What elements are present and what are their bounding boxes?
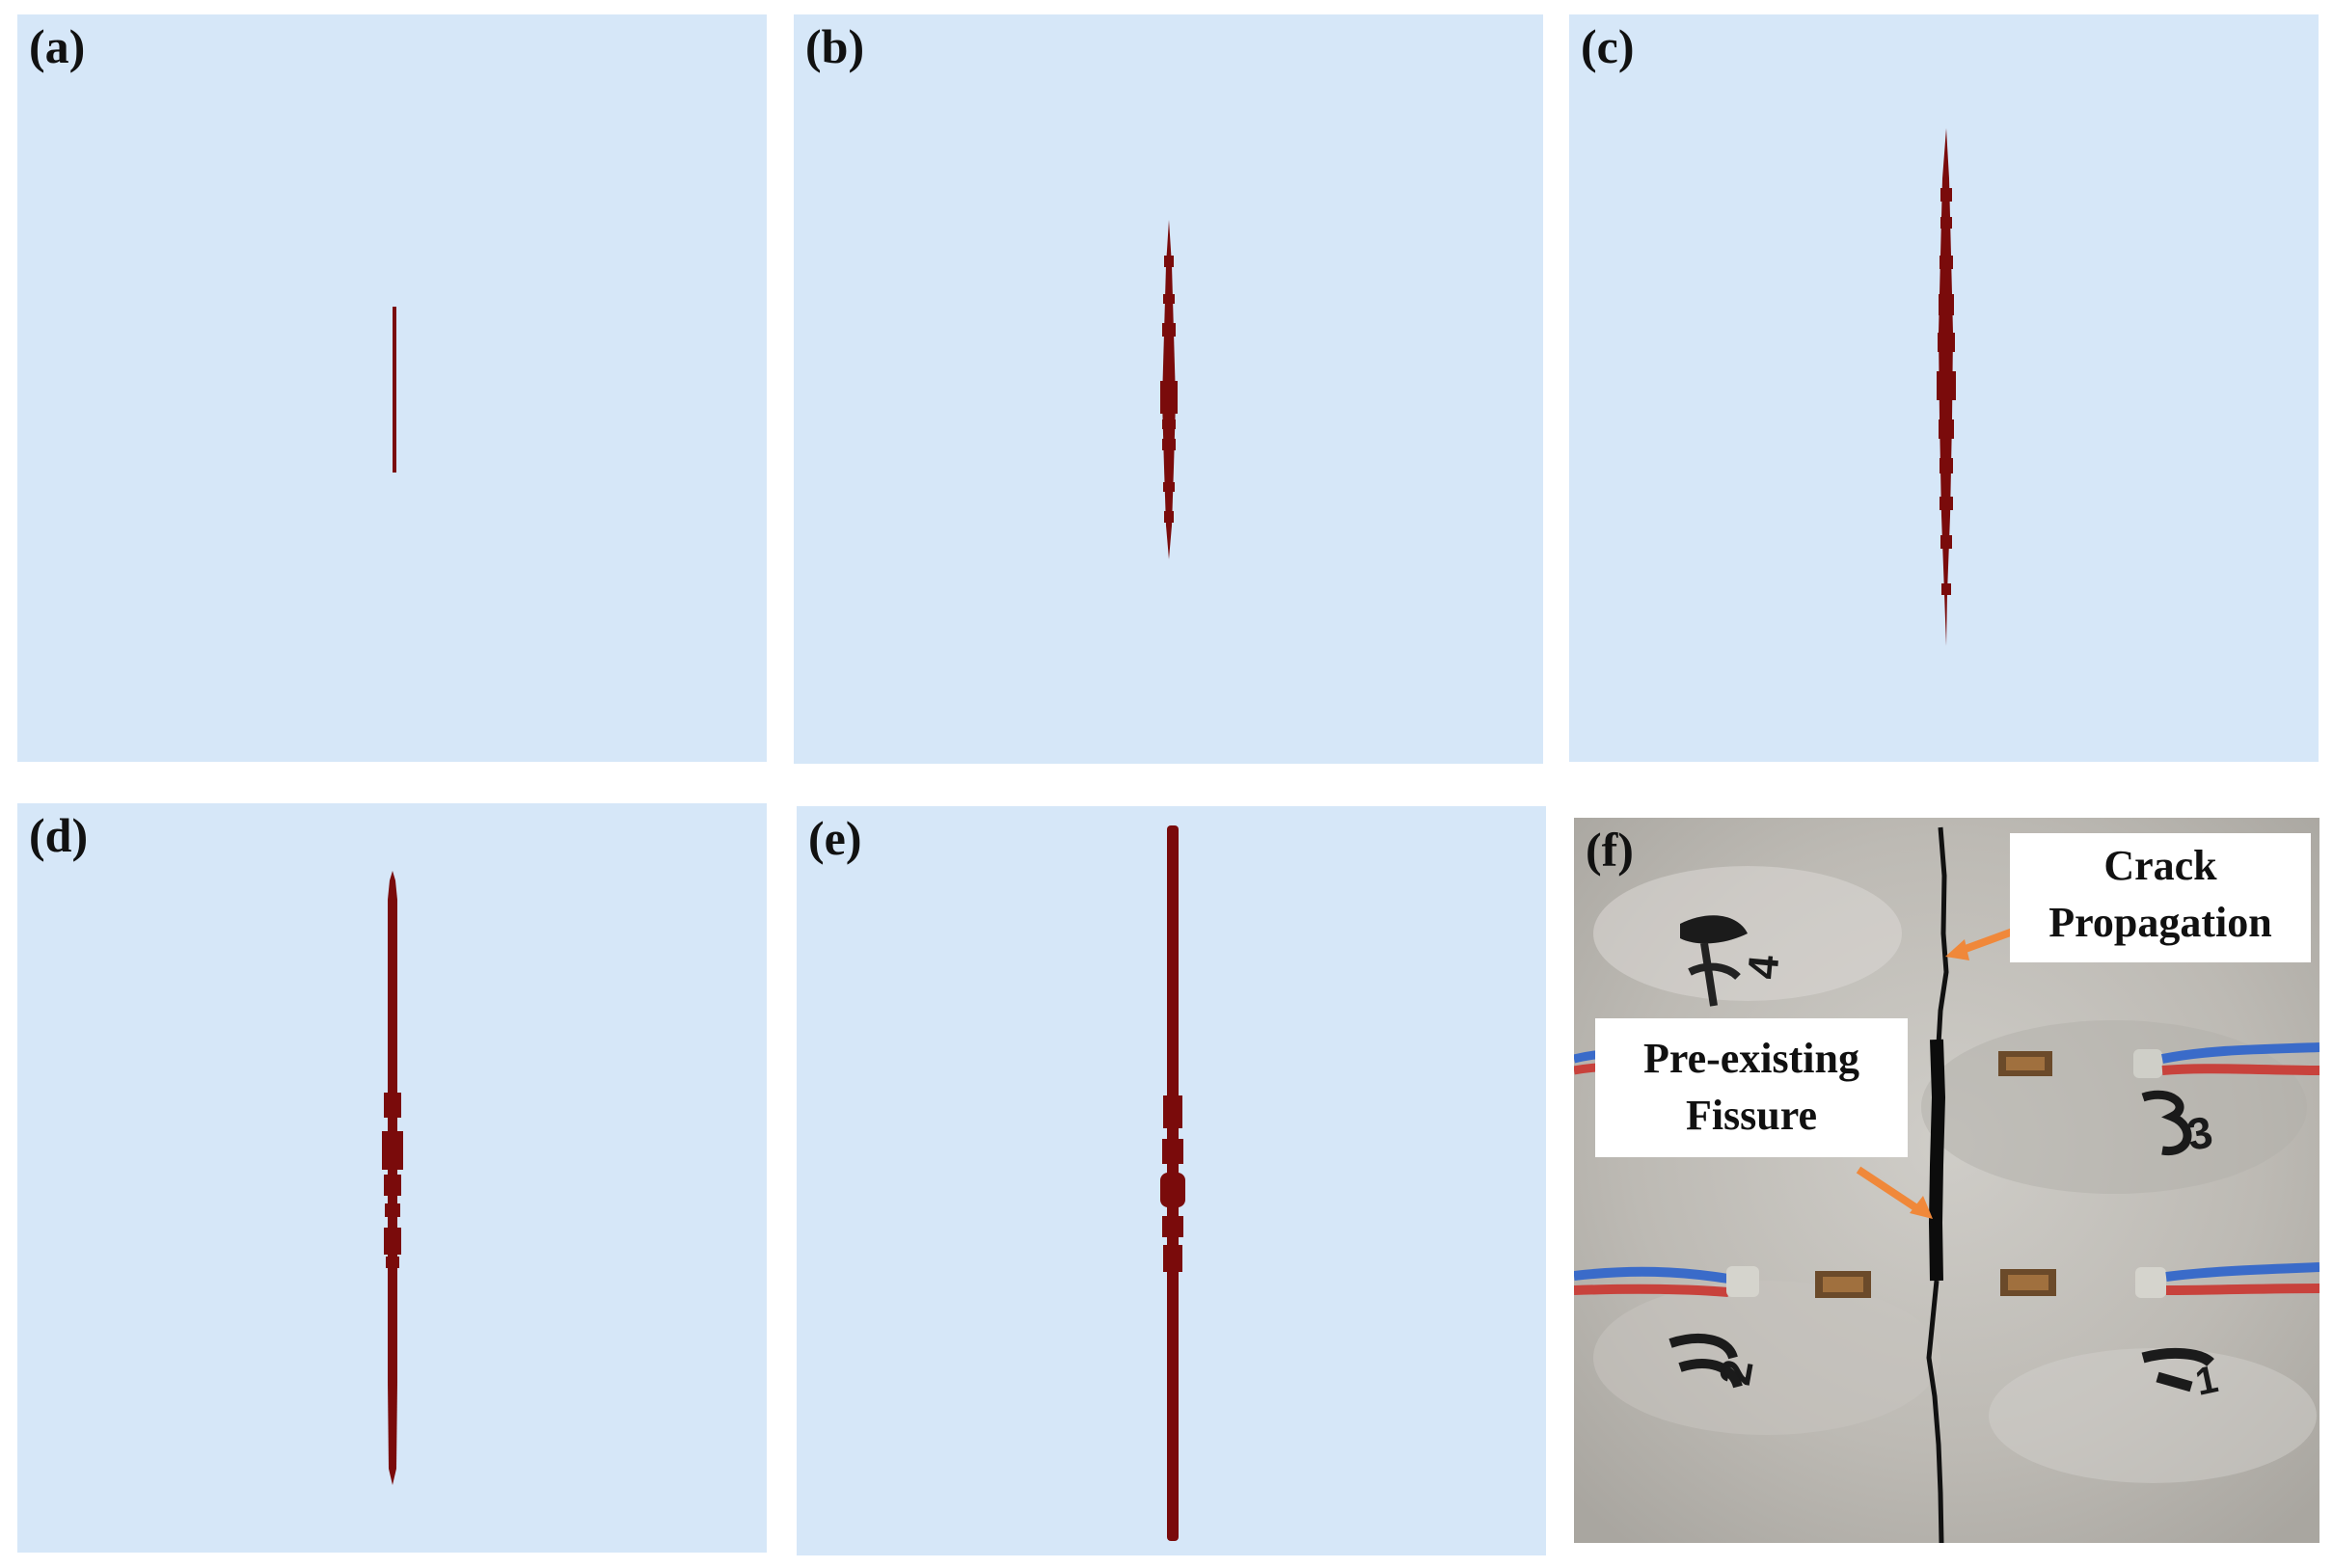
fissure-callout-line2: Fissure bbox=[1685, 1092, 1818, 1140]
panel-f-label: (f) bbox=[1586, 823, 1634, 877]
photo-panel-f: (f) Crack Propagation Pre-existing Fissu… bbox=[1574, 818, 2319, 1543]
specimen-photo bbox=[1574, 818, 2319, 1543]
crack-propagation-callout: Crack Propagation bbox=[2010, 833, 2311, 962]
panel-c-label: (c) bbox=[1581, 19, 1635, 73]
gauge-mark-4: 4 bbox=[1739, 953, 1789, 982]
crack-a bbox=[393, 307, 396, 473]
panel-b-label: (b) bbox=[805, 19, 865, 73]
crack-d bbox=[382, 871, 403, 1485]
panel-b: (b) bbox=[794, 14, 1543, 764]
panel-d-label: (d) bbox=[29, 808, 89, 862]
crack-callout-line1: Crack bbox=[2103, 842, 2217, 889]
panel-c: (c) bbox=[1569, 14, 2319, 762]
crack-e bbox=[1160, 825, 1185, 1541]
crack-c bbox=[1937, 128, 1956, 646]
panel-a-label: (a) bbox=[29, 19, 86, 73]
panel-e-label: (e) bbox=[808, 811, 862, 865]
panel-a: (a) bbox=[17, 14, 767, 762]
crack-callout-line2: Propagation bbox=[2048, 899, 2272, 947]
panel-d: (d) bbox=[17, 803, 767, 1553]
pre-existing-fissure-callout: Pre-existing Fissure bbox=[1595, 1018, 1908, 1157]
panel-e: (e) bbox=[797, 806, 1546, 1555]
crack-b bbox=[1160, 220, 1178, 559]
fissure-callout-line1: Pre-existing bbox=[1642, 1035, 1860, 1082]
